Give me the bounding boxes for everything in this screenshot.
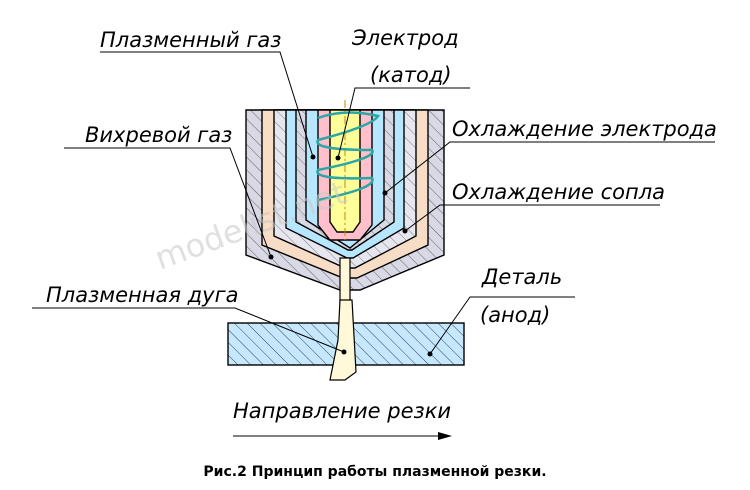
plasma-arc <box>329 299 357 381</box>
label-electrode: Электрод <box>351 26 459 50</box>
label-workpiece: Деталь <box>481 265 562 289</box>
electrode-coil <box>316 111 380 202</box>
leader-dot <box>268 254 274 260</box>
label-cutting-direction: Направление резки <box>233 399 451 423</box>
leader-vortex-gas <box>64 147 272 258</box>
leader-dot <box>382 190 388 196</box>
label-cathode: (катод) <box>370 63 452 87</box>
leader-dot <box>427 351 433 357</box>
leader-workpiece <box>429 296 575 355</box>
label-electrode-cooling: Охлаждение электрода <box>452 117 717 141</box>
leader-plasma-arc <box>32 307 345 353</box>
leader-dot <box>402 228 408 234</box>
label-anode: (анод) <box>480 303 550 327</box>
leader-nozzle-cooling <box>404 204 660 232</box>
figure-caption: Рис.2 Принцип работы плазменной резки. <box>203 464 546 480</box>
label-plasma-arc: Плазменная дуга <box>46 283 239 307</box>
leader-dot <box>341 349 347 355</box>
label-vortex-gas: Вихревой газ <box>85 123 232 147</box>
leader-plasma-gas <box>100 51 314 158</box>
torch-body <box>245 100 445 305</box>
cutting-direction-arrowhead <box>438 432 452 440</box>
leader-lines <box>32 51 715 355</box>
leader-dots <box>268 154 433 357</box>
label-nozzle-cooling: Охлаждение сопла <box>452 180 665 204</box>
leader-dot <box>310 154 316 160</box>
leader-dot <box>335 155 341 161</box>
nozzle-bore <box>339 257 351 305</box>
leader-electrode <box>337 87 470 159</box>
leader-electrode-cooling <box>384 141 715 194</box>
workpiece <box>227 322 465 366</box>
label-plasma-gas: Плазменный газ <box>100 28 281 52</box>
